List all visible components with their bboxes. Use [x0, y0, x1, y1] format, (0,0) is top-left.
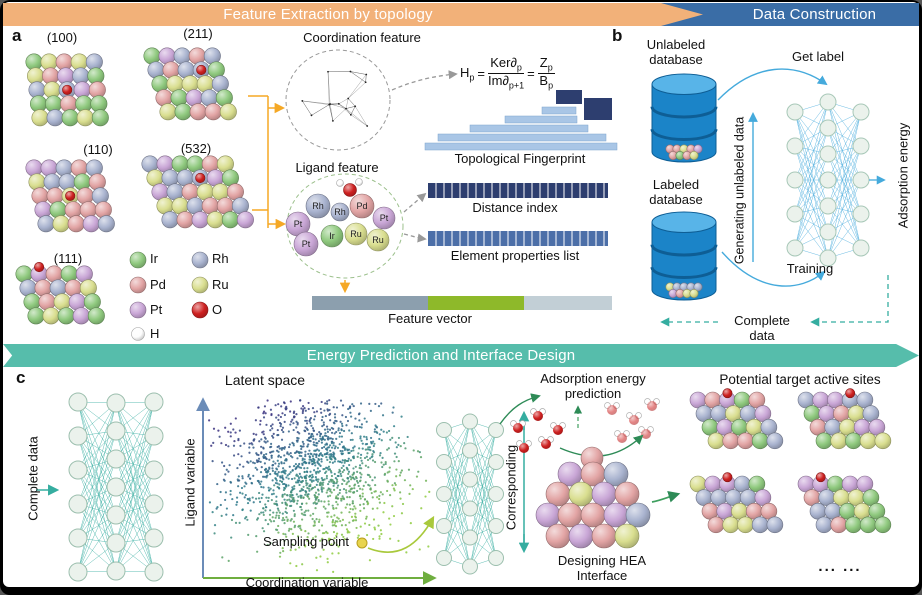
training-label: Training [786, 261, 834, 276]
surface-label-111: (111) [53, 251, 83, 266]
ligand-feature-label: Ligand feature [295, 160, 379, 175]
complete-data-label-c: Complete data [25, 436, 41, 521]
equation-fraction-2: Zp Bp [537, 55, 555, 91]
panel-a-label: a [12, 26, 22, 45]
adsorption-prediction-label: Adsorption energy prediction [540, 371, 646, 401]
energy-prediction-banner: Energy Prediction and Interface Design [3, 344, 919, 367]
equation-equals-2: = [527, 65, 535, 81]
svg-text:Pd: Pd [356, 201, 367, 211]
figure-background [3, 2, 919, 587]
svg-text:Pt: Pt [294, 219, 303, 229]
get-label-text: Get label [791, 49, 845, 64]
panel-b-label: b [612, 26, 623, 45]
legend-label-pd: Pd [150, 277, 166, 292]
coordination-feature-label: Coordination feature [303, 30, 421, 45]
equation-equals-1: = [477, 65, 485, 81]
svg-text:Pt: Pt [380, 213, 389, 223]
complete-data-label-b: Complete data [734, 313, 790, 343]
svg-text:Ir: Ir [329, 231, 335, 241]
legend-label-ru: Ru [212, 277, 229, 292]
equation-lhs: Hp [460, 64, 475, 83]
adsorption-energy-label: Adsorption energy [895, 122, 911, 229]
topological-fingerprint-label: Topological Fingerprint [454, 151, 586, 166]
feature-vector-label: Feature vector [388, 311, 472, 326]
feature-extraction-banner: Feature Extraction by topology [3, 3, 703, 26]
potential-target-sites-label: Potential target active sites [719, 372, 881, 387]
surface-label-532: (532) [180, 141, 212, 156]
surface-label-100: (100) [46, 30, 78, 45]
coordination-variable-axis-label: Coordination variable [245, 575, 369, 590]
distance-index-label: Distance index [472, 200, 558, 215]
legend-label-rh: Rh [212, 251, 229, 266]
legend-label-ir: Ir [150, 251, 158, 266]
energy-prediction-label: Energy Prediction and Interface Design [306, 347, 576, 364]
element-properties-label: Element properties list [450, 248, 580, 263]
equation-fraction-1: Ker∂p Im∂p+1 [488, 55, 525, 91]
ellipsis-dots: ... ... [818, 558, 862, 575]
panel-c-label: c [16, 368, 26, 387]
unlabeled-database-label: Unlabeled database [646, 37, 706, 67]
surface-label-211: (211) [183, 26, 213, 41]
feature-extraction-label: Feature Extraction by topology [223, 6, 433, 23]
data-construction-label: Data Construction [752, 6, 877, 23]
legend-label-pt: Pt [150, 302, 163, 317]
ligand-variable-axis-label: Ligand variable [182, 438, 198, 527]
data-construction-banner: Data Construction [640, 3, 919, 26]
sampling-point-label: Sampling point [263, 534, 349, 549]
svg-text:Ru: Ru [350, 229, 362, 239]
designing-hea-interface-label: Designing HEA Interface [557, 553, 647, 583]
legend-label-o: O [212, 302, 223, 317]
svg-text:Pt: Pt [302, 239, 311, 249]
latent-space-label: Latent space [224, 372, 306, 388]
labeled-database-label: Labeled database [649, 177, 703, 207]
svg-text:Ru: Ru [372, 235, 384, 245]
legend-label-h: H [150, 326, 160, 341]
corresponding-label: Corresponding [503, 444, 519, 531]
svg-text:Rh: Rh [334, 207, 346, 217]
surface-label-110: (110) [83, 142, 113, 157]
generating-unlabeled-data-label: Generating unlabeled data [732, 116, 747, 265]
homology-equation: Hp = Ker∂p Im∂p+1 = Zp Bp [460, 55, 555, 91]
svg-text:Rh: Rh [312, 201, 324, 211]
